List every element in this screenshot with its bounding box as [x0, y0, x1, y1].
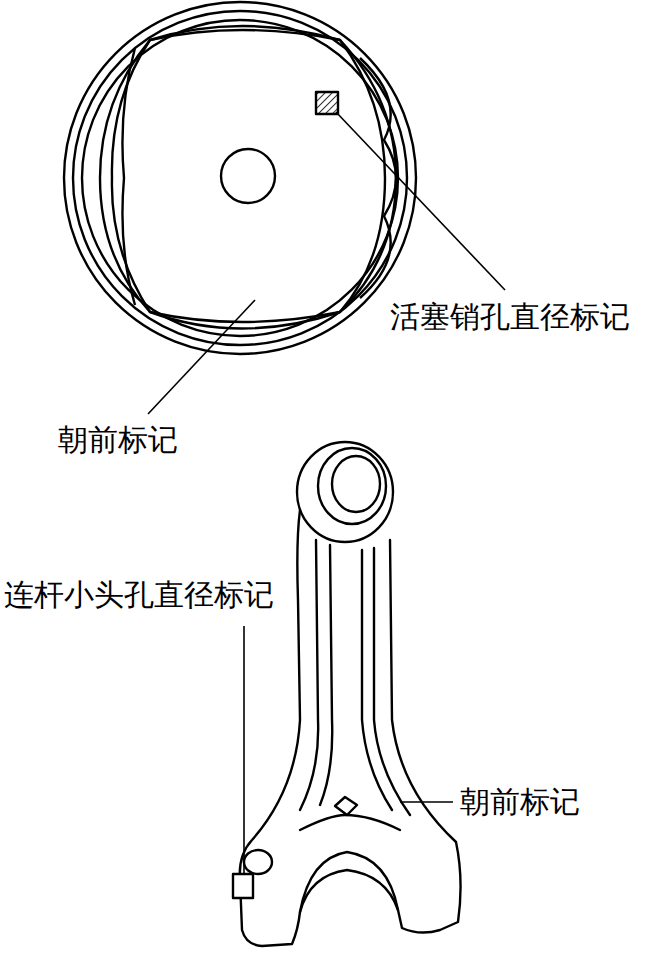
part-label: 朝前标记	[58, 423, 178, 456]
piston-top	[64, 2, 416, 354]
part-label: 连杆小头孔直径标记	[4, 578, 274, 611]
leader-line	[148, 112, 505, 874]
connecting-rod	[233, 442, 461, 946]
part-label: 活塞销孔直径标记	[390, 300, 630, 333]
part-label: 朝前标记	[460, 785, 580, 818]
